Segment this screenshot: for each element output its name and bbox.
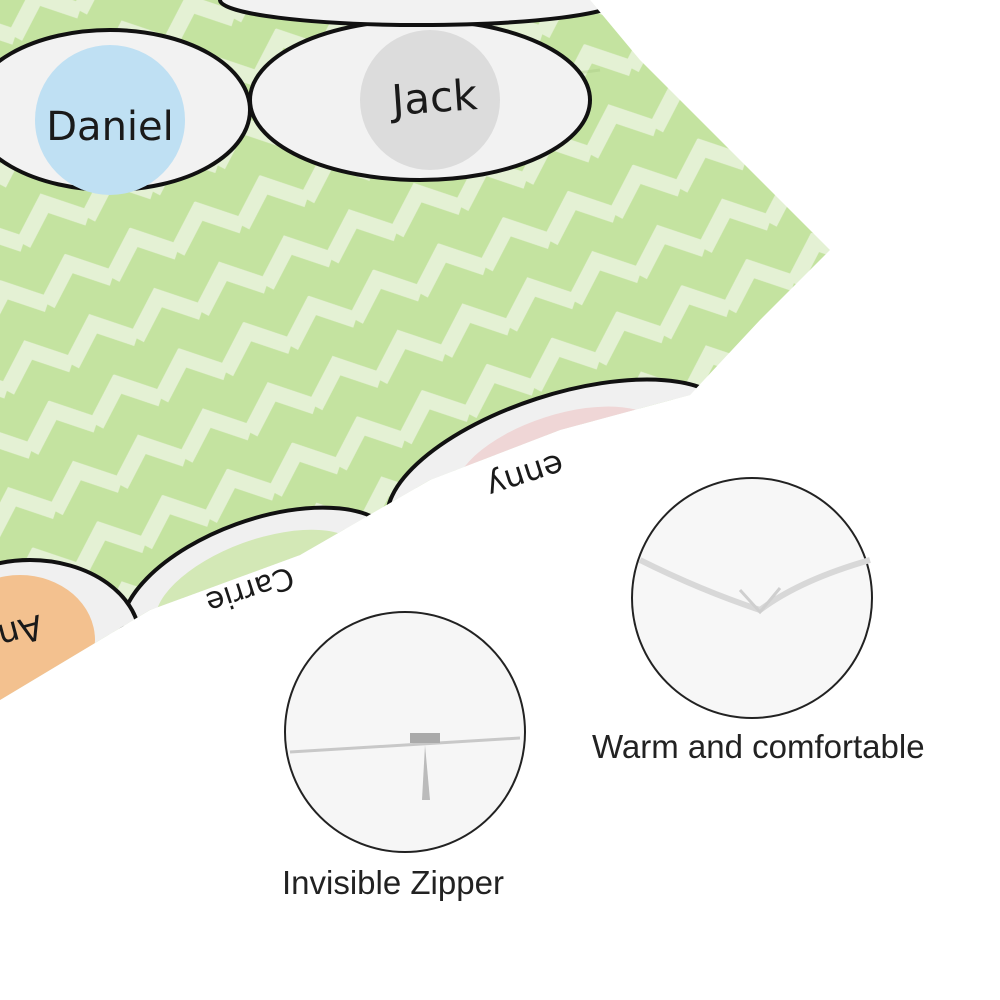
zipper-detail-circle [284, 611, 526, 853]
caption-invisible-zipper: Invisible Zipper [282, 864, 504, 901]
name-daniel: Daniel [46, 104, 174, 150]
name-jack: Jack [387, 70, 479, 125]
caption-warm-comfortable: Warm and comfortable [592, 728, 925, 765]
zipper-pull-icon [410, 733, 440, 743]
fabric-detail-circle [631, 477, 873, 719]
